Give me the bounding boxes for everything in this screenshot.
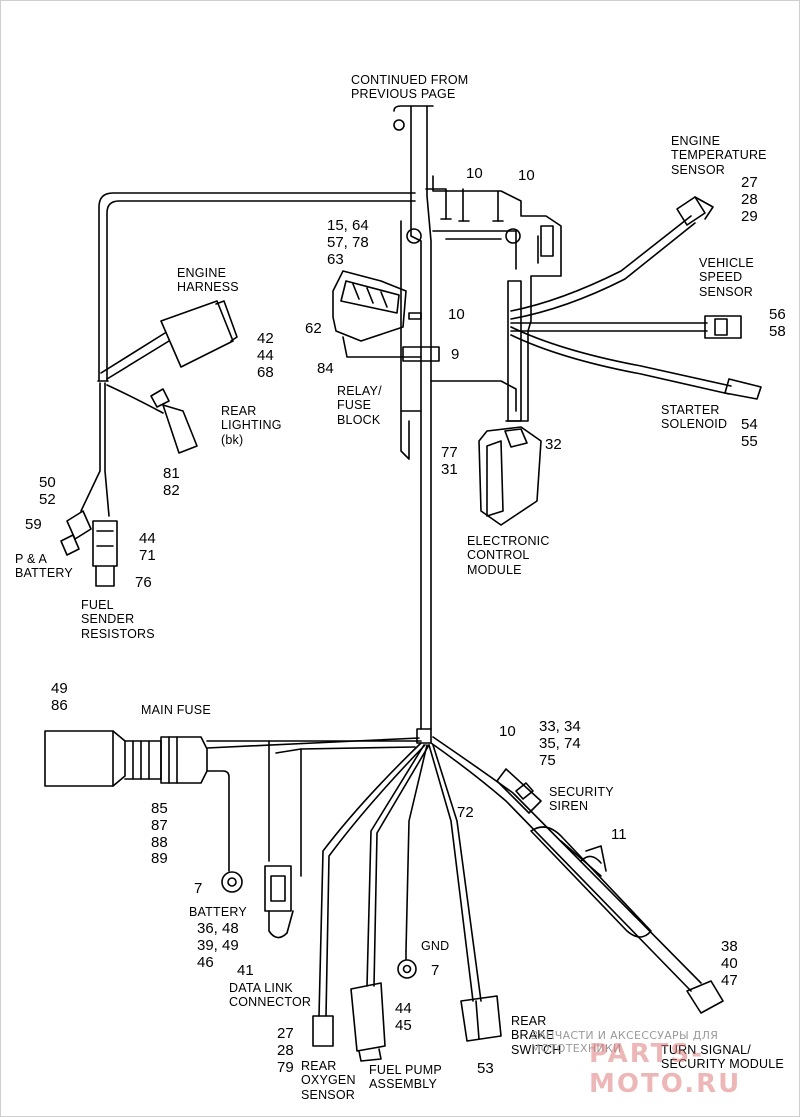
callout-81-82: 81 82 <box>163 465 180 499</box>
callout-53: 53 <box>477 1060 494 1077</box>
relay-fuse-block-shape <box>332 188 504 362</box>
security-siren-label: SECURITY SIREN <box>549 785 614 814</box>
callout-59: 59 <box>25 516 42 533</box>
rear-brake-switch-label: REAR BRAKE SWITCH <box>511 1014 562 1057</box>
callout-27-28-29: 27 28 29 <box>741 174 758 225</box>
rear-lighting-label: REAR LIGHTING (bk) <box>221 404 282 447</box>
callout-10-b: 10 <box>518 167 535 184</box>
electronic-control-module-label: ELECTRONIC CONTROL MODULE <box>467 534 550 577</box>
callout-84: 84 <box>317 360 334 377</box>
callout-10-d: 10 <box>499 723 516 740</box>
battery-label: BATTERY <box>189 905 247 919</box>
callout-49-86: 49 86 <box>51 680 68 714</box>
pa-battery-label: P & A BATTERY <box>15 552 73 581</box>
ecm-shape <box>478 426 542 526</box>
main-fuse-label: MAIN FUSE <box>141 703 211 717</box>
callout-72: 72 <box>457 804 474 821</box>
relay-fuse-block-label: RELAY/ FUSE BLOCK <box>337 384 382 427</box>
callout-15-64-57-78-63: 15, 64 57, 78 63 <box>327 217 369 268</box>
turn-signal-security-module-label: TURN SIGNAL/ SECURITY MODULE <box>661 1043 784 1072</box>
engine-harness-label: ENGINE HARNESS <box>177 266 239 295</box>
left-lower-branches <box>60 382 118 587</box>
continued-caption: CONTINUED FROM PREVIOUS PAGE <box>351 73 469 102</box>
gnd-label: GND <box>421 939 450 953</box>
callout-7-b: 7 <box>431 962 440 979</box>
starter-solenoid-label: STARTER SOLENOID <box>661 403 728 432</box>
callout-42-44-68: 42 44 68 <box>257 330 274 381</box>
callout-50-52: 50 52 <box>39 474 56 508</box>
engine-harness-branch <box>100 300 238 380</box>
callout-85-87-88-89: 85 87 88 89 <box>151 800 168 868</box>
rear-lighting-branch <box>106 384 198 454</box>
callout-54-55: 54 55 <box>741 416 758 450</box>
callout-62: 62 <box>305 320 322 337</box>
callout-38-40-47: 38 40 47 <box>721 938 738 989</box>
callout-32: 32 <box>545 436 562 453</box>
lower-harness <box>206 728 724 1062</box>
callout-44-45: 44 45 <box>395 1000 412 1034</box>
callout-77-31: 77 31 <box>441 444 458 478</box>
engine-temperature-sensor-label: ENGINE TEMPERATURE SENSOR <box>671 134 767 177</box>
callout-56-58: 56 58 <box>769 306 786 340</box>
data-link-connector-label: DATA LINK CONNECTOR <box>229 981 312 1010</box>
callout-10-c: 10 <box>448 306 465 323</box>
right-branches <box>507 196 762 422</box>
callout-36-48-39-49-46: 36, 48 39, 49 46 <box>197 920 239 971</box>
watermark-text: ЗАПЧАСТИ И АКСЕССУАРЫ ДЛЯ МОТОТЕХНИКИ <box>531 1029 719 1055</box>
left-loop <box>97 192 416 382</box>
callout-7-a: 7 <box>194 880 203 897</box>
callout-33-34-35-74-75: 33, 34 35, 74 75 <box>539 718 581 769</box>
fuel-sender-resistors-label: FUEL SENDER RESISTORS <box>81 598 155 641</box>
callout-76: 76 <box>135 574 152 591</box>
bracket-frame <box>400 175 562 460</box>
vehicle-speed-sensor-label: VEHICLE SPEED SENSOR <box>699 256 754 299</box>
callout-41: 41 <box>237 962 254 979</box>
main-fuse-shape <box>44 730 208 787</box>
callout-44-71: 44 71 <box>139 530 156 564</box>
main-trunk <box>393 105 434 730</box>
rear-oxygen-sensor-label: REAR OXYGEN SENSOR <box>301 1059 356 1102</box>
callout-27-28-79: 27 28 79 <box>277 1025 294 1076</box>
callout-10-a: 10 <box>466 165 483 182</box>
callout-11: 11 <box>611 826 627 843</box>
callout-9: 9 <box>451 346 460 363</box>
watermark-logo: PARTS-MOTO.RU <box>589 1039 742 1099</box>
fuel-pump-assembly-label: FUEL PUMP ASSEMBLY <box>369 1063 442 1092</box>
